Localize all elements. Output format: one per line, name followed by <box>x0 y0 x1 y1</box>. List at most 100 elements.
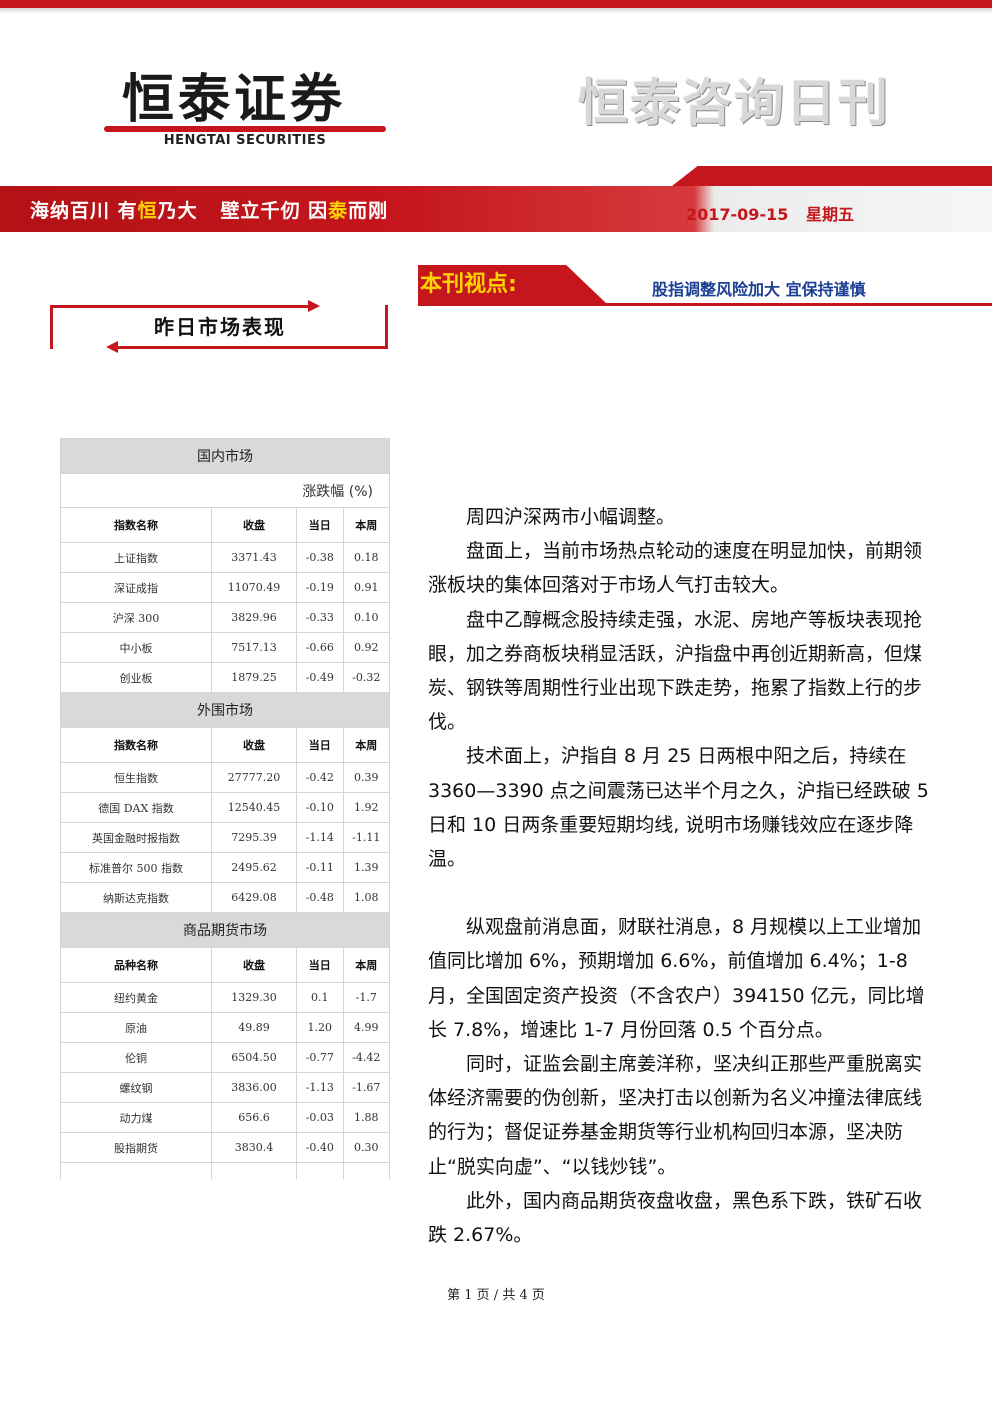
table-cell: -1.67 <box>342 1072 391 1103</box>
column-header: 指数名称 <box>59 727 213 763</box>
article-paragraph: 盘面上，当前市场热点轮动的速度在明显加快，前期领涨板块的集体回落对于市场人气打击… <box>428 540 923 597</box>
article-paragraph: 纵观盘前消息面，财联社消息，8 月规模以上工业增加值同比增加 6%，预期增加 6… <box>428 916 925 1041</box>
table-cell: -1.13 <box>296 1072 344 1103</box>
slogan-band <box>0 186 992 232</box>
section-title: 昨日市场表现 <box>154 315 286 339</box>
slogan: 海纳百川 有恒乃大 壁立千仞 因泰而刚 <box>30 196 450 226</box>
column-header: 当日 <box>296 727 344 763</box>
table-cell: 3836.00 <box>211 1072 298 1103</box>
section-frame-bottom-line <box>118 346 385 349</box>
column-header: 当日 <box>296 507 344 543</box>
column-header: 品种名称 <box>59 947 213 983</box>
table-cell: -1.14 <box>296 822 344 853</box>
slogan-highlight: 恒 <box>137 200 158 222</box>
table-cell: 27777.20 <box>211 762 298 793</box>
table-cell: 4.99 <box>342 1012 391 1043</box>
table-cell: -0.32 <box>342 662 391 693</box>
spacer-cell <box>211 1162 298 1179</box>
table-group-header: 国内市场 <box>60 438 390 474</box>
table-cell: 纳斯达克指数 <box>59 882 213 913</box>
table-cell: 1.39 <box>342 852 391 883</box>
slogan-highlight: 泰 <box>328 200 349 222</box>
slogan-band-tab <box>672 166 992 186</box>
table-cell: 动力煤 <box>59 1102 213 1133</box>
viewpoint-label: 本刊视点: <box>420 272 517 297</box>
table-cell: 英国金融时报指数 <box>59 822 213 853</box>
section-frame-top-line <box>50 305 310 308</box>
viewpoint-headline: 股指调整风险加大 宜保持谨慎 <box>652 280 866 299</box>
column-header: 本周 <box>342 947 391 983</box>
table-cell: -0.10 <box>296 792 344 823</box>
arrow-left-icon <box>106 341 118 353</box>
table-cell: 12540.45 <box>211 792 298 823</box>
table-cell: 0.18 <box>342 542 391 573</box>
table-cell: 11070.49 <box>211 572 298 603</box>
table-cell: 标准普尔 500 指数 <box>59 852 213 883</box>
table-cell: 1.20 <box>296 1012 344 1043</box>
slogan-part: 而刚 <box>348 200 389 222</box>
group-name: 国内市场 <box>60 438 390 474</box>
spacer-cell <box>59 1162 213 1179</box>
table-cell: -0.40 <box>296 1132 344 1163</box>
table-cell: 1.08 <box>342 882 391 913</box>
column-header: 收盘 <box>211 507 298 543</box>
group-name: 商品期货市场 <box>60 912 390 948</box>
table-cell: 0.30 <box>342 1132 391 1163</box>
article-paragraph: 此外，国内商品期货夜盘收盘，黑色系下跌，铁矿石收跌 2.67%。 <box>428 1189 923 1247</box>
spacer-cell <box>296 1162 344 1179</box>
table-cell: 7295.39 <box>211 822 298 853</box>
arrow-right-icon <box>308 300 320 312</box>
table-cell: 7517.13 <box>211 632 298 663</box>
column-header: 收盘 <box>211 727 298 763</box>
article-body: 周四沪深两市小幅调整。 盘面上，当前市场热点轮动的速度在明显加快，前期领涨板块的… <box>428 500 933 1252</box>
table-column-header: 指数名称收盘当日本周 <box>59 507 391 543</box>
column-header: 本周 <box>342 507 391 543</box>
table-cell: 0.39 <box>342 762 391 793</box>
table-cell: 3829.96 <box>211 602 298 633</box>
top-red-band <box>0 0 992 8</box>
table-cell: 49.89 <box>211 1012 298 1043</box>
table-cell: 1.92 <box>342 792 391 823</box>
table-cell: 3371.43 <box>211 542 298 573</box>
table-cell: 原油 <box>59 1012 213 1043</box>
section-frame <box>50 305 388 349</box>
table-cell: 沪深 300 <box>59 602 213 633</box>
article-paragraph: 同时，证监会副主席姜洋称，坚决纠正那些严重脱离实体经济需要的伪创新，坚决打击以创… <box>428 1053 923 1178</box>
table-cell: -4.42 <box>342 1042 391 1073</box>
table-cell: -0.03 <box>296 1102 344 1133</box>
table-bottom-spacer <box>59 1162 391 1179</box>
spacer-cell <box>342 1162 391 1179</box>
page-number: 第 1 页 / 共 4 页 <box>447 1288 545 1303</box>
table-cell: 6429.08 <box>211 882 298 913</box>
table-cell: -1.11 <box>342 822 391 853</box>
table-cell: -1.7 <box>342 982 391 1013</box>
table-cell: 恒生指数 <box>59 762 213 793</box>
viewpoint-rule <box>418 303 992 306</box>
table-cell: -0.38 <box>296 542 344 573</box>
table-cell: 6504.50 <box>211 1042 298 1073</box>
publication-title: 恒泰咨询日刊 <box>578 74 890 132</box>
table-cell: -0.42 <box>296 762 344 793</box>
table-cell: -0.49 <box>296 662 344 693</box>
table-cell: 纽约黄金 <box>59 982 213 1013</box>
table-cell: 1.88 <box>342 1102 391 1133</box>
table-cell: 0.10 <box>342 602 391 633</box>
unit-label: 涨跌幅 (%) <box>60 473 390 508</box>
logo-english: HENGTAI SECURITIES <box>163 133 327 148</box>
table-cell: 0.92 <box>342 632 391 663</box>
